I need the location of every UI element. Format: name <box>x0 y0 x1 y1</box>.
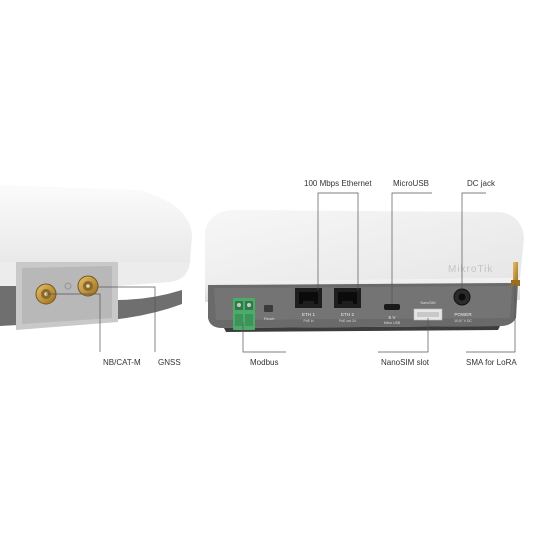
ethernet-callout-line <box>317 192 359 290</box>
reset-button: Reset <box>264 305 275 321</box>
usb-label: 5 V <box>389 315 397 320</box>
gnss-callout: GNSS <box>158 358 181 367</box>
sma-callout-line <box>466 284 516 353</box>
eth2-sublabel: PoE out 24 <box>339 319 356 323</box>
left-device <box>0 185 192 330</box>
eth2-label: ETH 2 <box>341 312 354 317</box>
callout-lines <box>46 192 516 353</box>
ethernet-callout: 100 Mbps Ethernet <box>304 179 372 188</box>
sim-label: NanoSIM <box>421 301 436 305</box>
reset-label: Reset <box>264 316 275 321</box>
mikrotik-logo: MikroTik <box>448 264 493 275</box>
nbcatm-callout: NB/CAT-M <box>103 358 141 367</box>
microusb-port: 5 V Micro USB <box>384 304 401 325</box>
modbus-callout-line <box>242 322 286 353</box>
eth2-port: ETH 2 PoE out 24 <box>334 288 361 323</box>
modbus-callout: Modbus <box>250 358 279 367</box>
eth1-port: ETH 1 PoE in <box>295 288 322 323</box>
usb-sublabel: Micro USB <box>384 321 401 325</box>
sma-callout: SMA for LoRA <box>466 358 517 367</box>
power-sublabel: 10-57 V DC <box>454 319 472 323</box>
nanosim-callout: NanoSIM slot <box>381 358 430 367</box>
nanosim-callout-line <box>378 318 429 353</box>
nbcatm-callout-line <box>46 293 101 352</box>
dc-jack: POWER 10-57 V DC <box>453 288 472 323</box>
microusb-callout: MicroUSB <box>393 179 430 188</box>
screw-icon <box>64 282 72 290</box>
dcjack-callout-line <box>461 192 486 289</box>
microusb-callout-line <box>391 192 432 304</box>
power-label: POWER <box>454 312 472 317</box>
lora-sma-antenna-connector <box>511 262 520 286</box>
eth1-label: ETH 1 <box>302 312 315 317</box>
gnss-callout-line <box>98 286 156 352</box>
right-device: Reset ETH 1 PoE in ETH 2 PoE out 24 5 V … <box>205 210 524 332</box>
eth1-sublabel: PoE in <box>304 319 314 323</box>
gnss-sma-connector <box>77 275 99 297</box>
modbus-terminal <box>233 298 255 330</box>
dcjack-callout: DC jack <box>467 179 496 188</box>
